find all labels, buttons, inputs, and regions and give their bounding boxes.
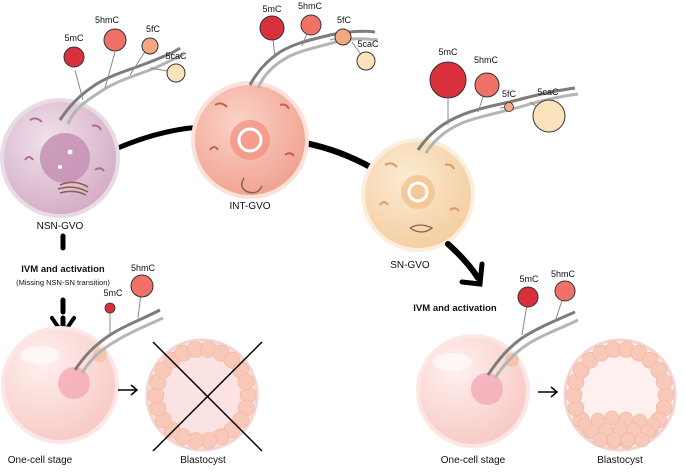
blastocyst-right-blastomere [655, 373, 673, 391]
icm-cell [592, 432, 608, 448]
one-cell-embryo-left [1, 326, 119, 444]
ivm-right-title: IVM and activation [413, 303, 497, 314]
one-cell-embryo-right [416, 334, 530, 448]
failed-development-cross [152, 341, 263, 452]
sn-5hmC-label: 5hmC [474, 55, 499, 65]
int-gvo-label: INT-GVO [229, 201, 270, 212]
ivm-left-title: IVM and activation [21, 264, 105, 275]
nsn-nucleus [40, 133, 90, 183]
int-5caC-circle [356, 51, 376, 71]
sn-5mC-label: 5mC [438, 47, 458, 57]
blastocyst-left-blastomere [237, 373, 255, 391]
nsn-5hmC-circle [103, 28, 127, 52]
int-methylation-marks: 5mC 5hmC 5fC 5caC [259, 1, 379, 71]
dna-helix-sn [416, 86, 579, 154]
embryo-left-methylation-marks: 5mC 5hmC [103, 263, 156, 335]
icm-cell [634, 432, 650, 448]
sn-5mC-circle [429, 61, 467, 99]
int-5caC-label: 5caC [357, 39, 379, 49]
sn-ivm-arrow [445, 241, 485, 287]
int-5hmC-circle [300, 14, 322, 36]
int-5hmC-label: 5hmC [298, 1, 323, 11]
int-nucleus [230, 120, 270, 160]
sn-nucleus [401, 175, 435, 209]
blastocyst-right-label: Blastocyst [597, 455, 643, 466]
nsn-5fC-label: 5fC [146, 24, 161, 34]
nsn-methylation-marks: 5mC 5hmC 5fC 5caC [63, 15, 187, 101]
sn-gvo-label: SN-GVO [390, 260, 430, 271]
blastocyst-left-trophectoderm [147, 341, 257, 449]
nsn-5hmC-label: 5hmC [95, 15, 120, 25]
int-5mC-circle [259, 15, 285, 41]
trajectory-line-int-sn [304, 140, 374, 171]
right-development-arrow [538, 386, 559, 398]
int-5fC-circle [334, 28, 352, 46]
embryo-right-5mC-label: 5mC [519, 274, 539, 284]
sn-5hmC-circle [474, 72, 500, 98]
blastocyst-left [145, 338, 259, 452]
icm-cell [606, 432, 622, 448]
embryo-left-5hmC-label: 5hmC [131, 263, 156, 273]
nsn-5mC-label: 5mC [64, 33, 84, 43]
one-cell-left-label: One-cell stage [8, 455, 73, 466]
ivm-left-subtitle: (Missing NSN-SN transition) [16, 278, 110, 287]
sn-5fC-label: 5fC [502, 89, 517, 99]
nsn-5caC-label: 5caC [165, 51, 187, 61]
blastocyst-right-inner-cell-mass [577, 410, 661, 448]
embryo-right-5hmC-circle [554, 280, 576, 302]
one-cell-right-label: One-cell stage [441, 455, 506, 466]
embryo-left-5mC-label: 5mC [103, 288, 123, 298]
int-gvo-oocyte [191, 81, 309, 199]
int-5mC-label: 5mC [262, 4, 282, 14]
embryo-right-methylation-marks: 5mC 5hmC [517, 269, 576, 336]
embryo-right-5hmC-label: 5hmC [551, 269, 576, 279]
nsn-5caC-circle [166, 63, 186, 83]
sn-gvo-oocyte [361, 138, 475, 252]
nsn-5mC-circle [63, 46, 85, 68]
trajectory-line-nsn-int [117, 124, 201, 151]
dna-helix-nsn [58, 46, 185, 125]
nsn-gvo-label: NSN-GVO [37, 221, 84, 232]
int-5fC-label: 5fC [337, 15, 352, 25]
sn-5caC-label: 5caC [537, 87, 559, 97]
nsn-gvo-oocyte [0, 98, 120, 218]
blastocyst-right [563, 338, 677, 452]
embryo-left-5hmC-circle [130, 274, 154, 298]
icm-cell [620, 432, 636, 448]
left-development-arrow [118, 384, 139, 396]
embryo-left-5mC-circle [104, 302, 116, 314]
dna-helix-embryo-right [486, 310, 579, 379]
embryo-right-5mC-circle [517, 286, 539, 308]
sn-methylation-marks: 5mC 5hmC 5fC 5caC [429, 47, 566, 133]
sn-5fC-circle [504, 102, 514, 112]
sn-5caC-circle [532, 99, 566, 133]
nsn-5fC-circle [141, 37, 159, 55]
blastocyst-left-label: Blastocyst [180, 455, 226, 466]
